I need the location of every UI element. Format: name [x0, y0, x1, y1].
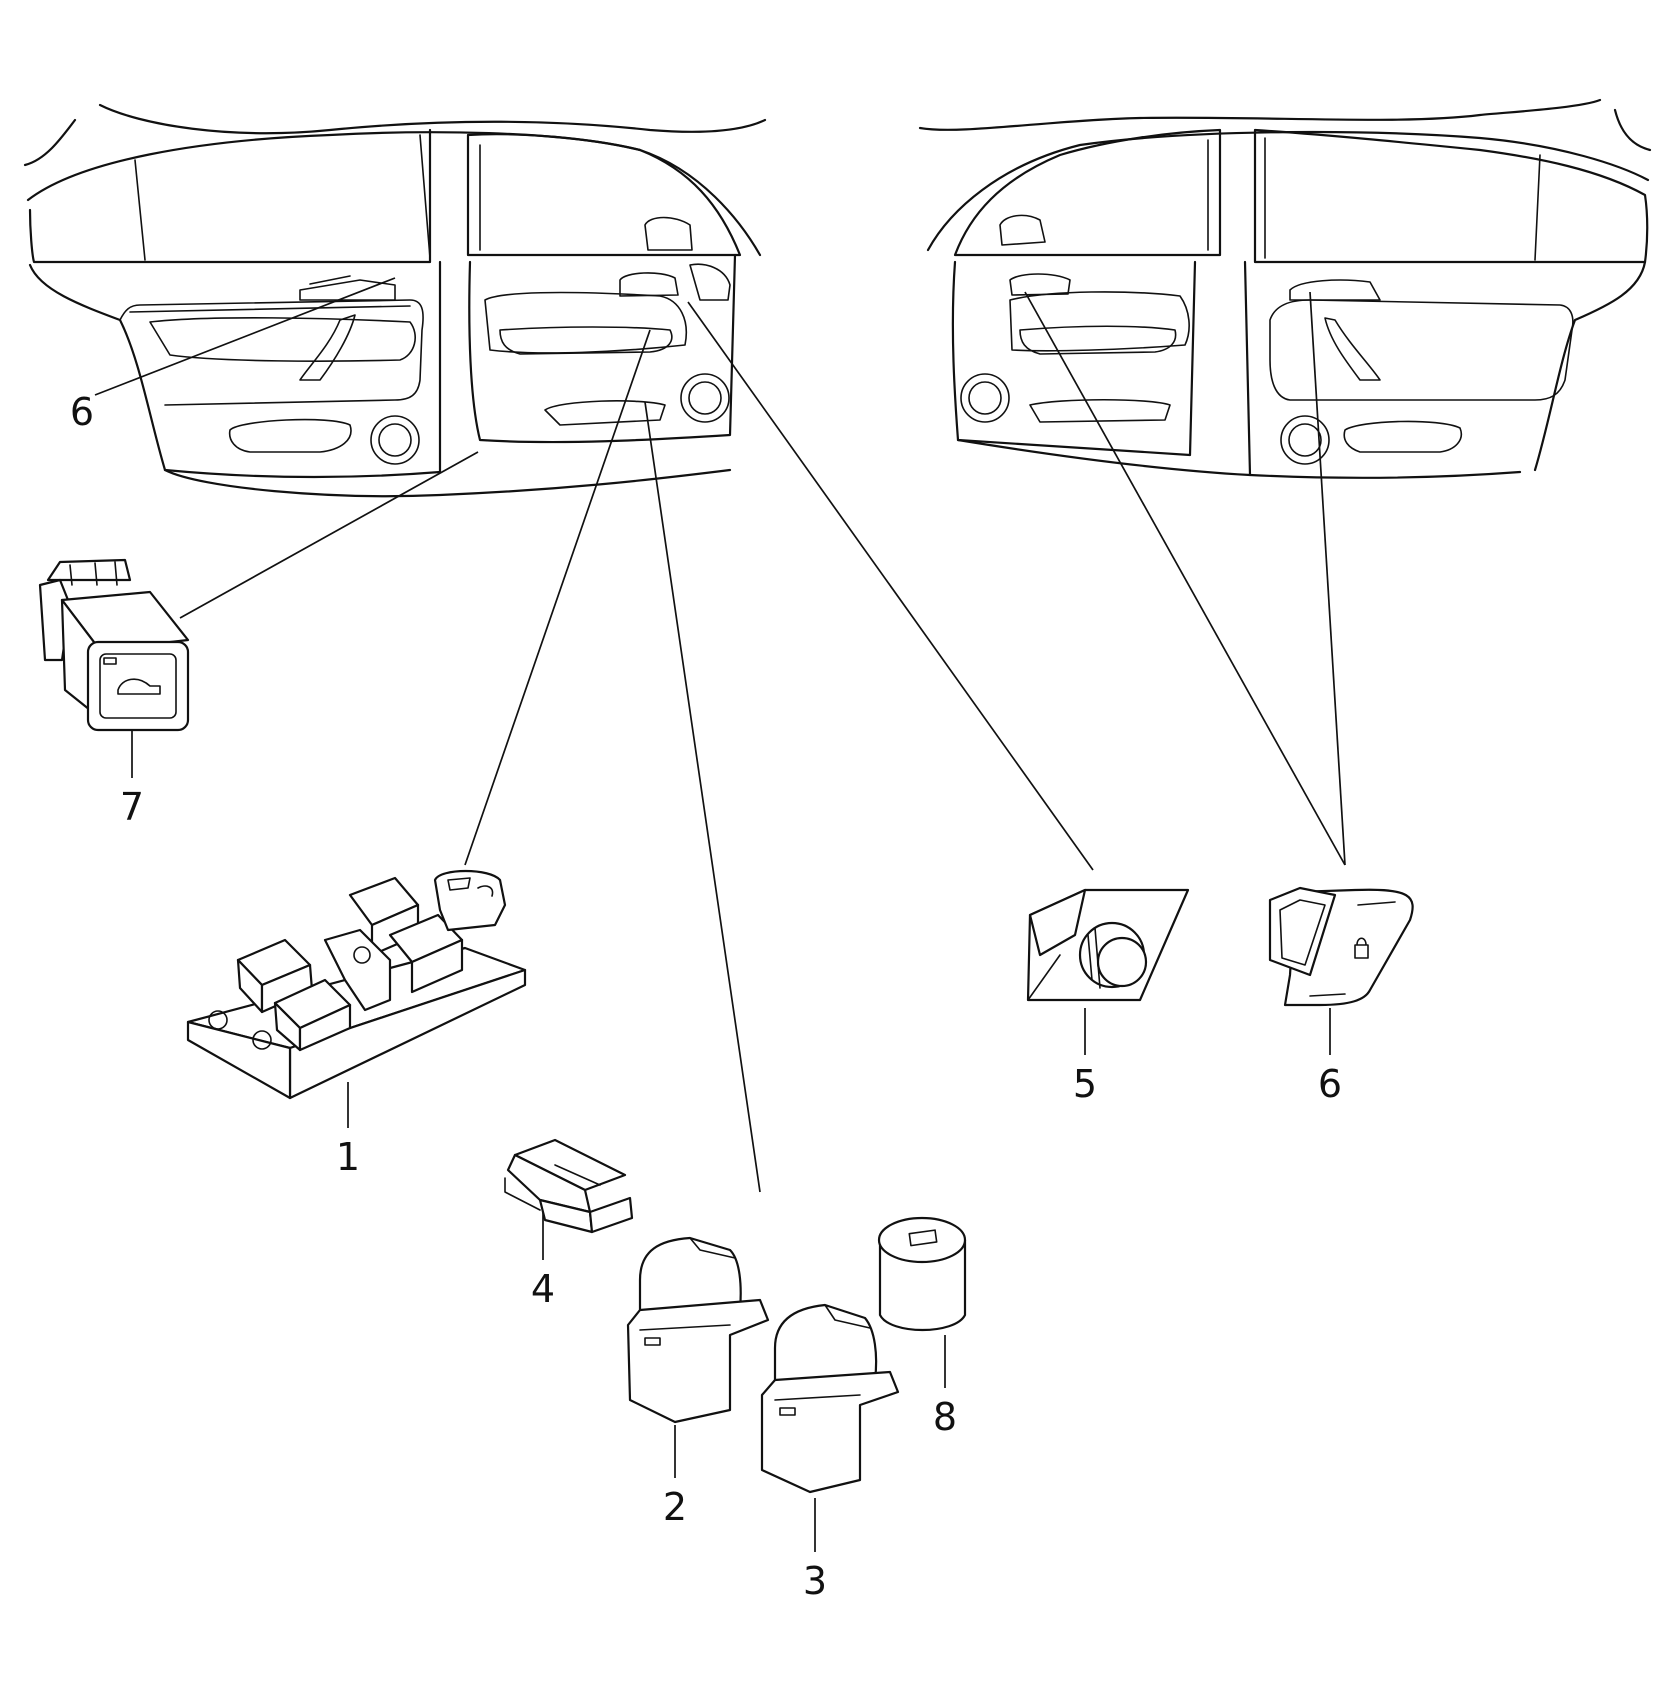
left-doors-illustration — [23, 103, 767, 498]
cap-part-8 — [877, 1216, 967, 1331]
callout-1: 1 — [336, 1135, 360, 1179]
callout-2: 2 — [663, 1485, 687, 1529]
switch-part-1 — [186, 870, 527, 1100]
callout-5: 5 — [1073, 1062, 1097, 1106]
switch-part-2 — [626, 1236, 770, 1424]
callout-3: 3 — [803, 1559, 827, 1603]
leader-lines — [94, 277, 1346, 1552]
switch-part-3 — [760, 1303, 900, 1494]
callout-labels: 6 7 1 4 2 3 8 5 6 — [70, 390, 1342, 1603]
switch-part-4 — [504, 1138, 634, 1234]
callout-4: 4 — [531, 1267, 555, 1311]
callout-7: 7 — [120, 785, 144, 829]
right-doors-illustration — [918, 98, 1652, 479]
callout-8: 8 — [933, 1395, 957, 1439]
switch-part-6 — [1268, 886, 1414, 1007]
switch-part-5 — [1026, 888, 1190, 1002]
switch-part-7 — [38, 558, 190, 732]
callout-6-right: 6 — [1318, 1062, 1342, 1106]
callout-6-left: 6 — [70, 390, 94, 434]
